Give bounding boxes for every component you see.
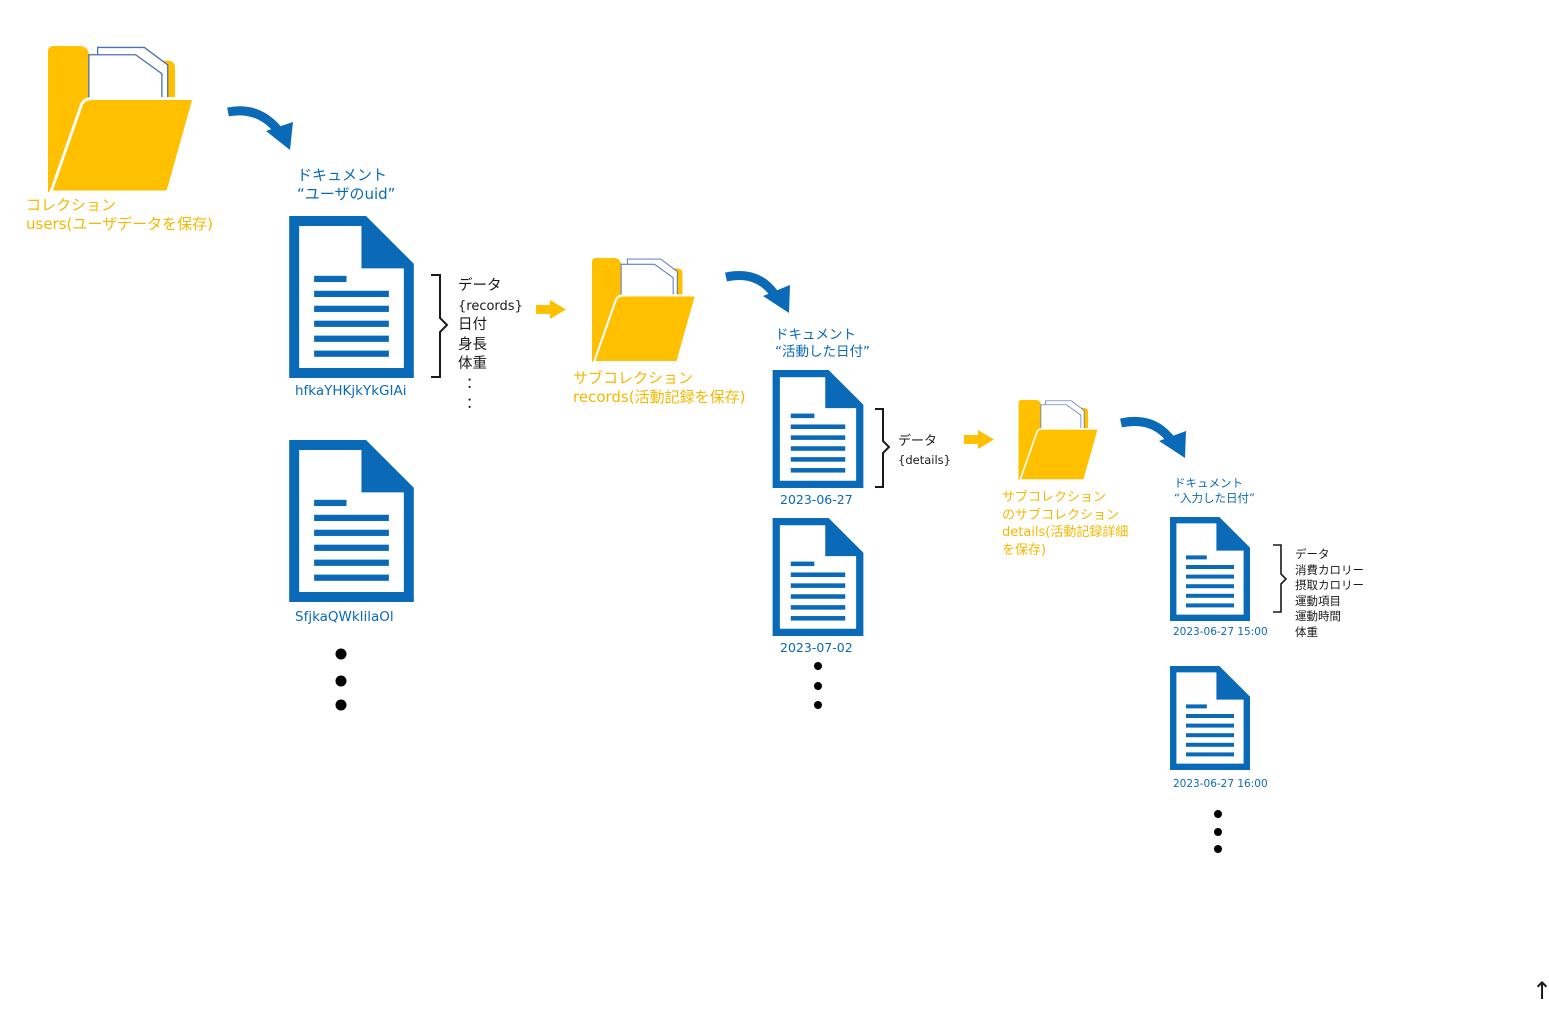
up-arrow-icon: ↑ [1532,977,1549,1005]
document-key: “入力した日付” [1174,491,1255,505]
document-icon [772,370,864,488]
document-icon [1170,666,1250,770]
data-field: データ [458,278,502,294]
curved-arrow-3 [1120,416,1186,458]
collection-name: を保存) [1002,542,1047,558]
collection-name: details(活動記録詳細 [1002,525,1129,540]
bracket-2 [875,408,891,488]
collection-label-records: サブコレクション records(活動記録を保存) [573,369,745,407]
document-label-input-date: ドキュメント “入力した日付” [1174,476,1255,506]
document-id: hfkaYHKjkYkGIAi [295,383,407,399]
document-id: 2023-06-27 [780,492,853,507]
collection-type: コレクション [26,196,117,214]
data-field: 体重 [458,356,487,373]
document-id: 2023-07-02 [780,640,853,655]
document-icon [289,440,414,602]
data-field: 身長 [458,336,487,353]
document-key: “ユーザのuid” [297,184,396,203]
data-field: {records} [458,298,523,314]
document-label-uid: ドキュメント “ユーザのuid” [297,166,395,204]
dots-level3 [1214,810,1222,853]
document-icon [772,518,864,636]
document-id: 2023-06-27 15:00 [1173,626,1268,638]
data-field: 消費カロリー [1295,562,1364,577]
collection-name: users(ユーザデータを保存) [26,214,213,233]
document-type: ドキュメント [775,327,856,343]
data-field: 体重 [1295,624,1318,639]
collection-type: のサブコレクション [1002,507,1120,523]
collection-label-users: コレクション users(ユーザデータを保存) [26,196,213,234]
data-field: データ [898,434,938,449]
document-type: ドキュメント [1174,476,1243,490]
document-icon [289,216,414,378]
data-field: 運動項目 [1295,593,1341,608]
data-field: {details} [898,453,951,467]
folder-icon [592,258,698,362]
data-field: ： [466,395,481,412]
collection-type: サブコレクション [1002,490,1107,505]
data-fields-level3: データ 消費カロリー 摂取カロリー 運動項目 運動時間 体重 [1295,547,1364,641]
orange-arrow-1 [536,300,566,319]
collection-type: サブコレクション [573,369,694,387]
dots-level1 [335,648,347,711]
document-icon [1170,517,1250,621]
data-fields-level2: データ {details} [898,432,951,470]
data-field: ： [466,375,481,392]
data-field: 日付 [458,317,487,334]
document-label-date: ドキュメント “活動した日付” [775,327,870,361]
orange-arrow-2 [964,430,994,449]
data-fields-level1: データ {records} 日付 身長 体重 ： ： [458,277,523,414]
curved-arrow-1 [227,106,293,150]
folder-icon [1018,400,1100,480]
bracket-3 [1273,544,1288,613]
data-field: データ [1295,547,1330,561]
dots-level2 [814,662,822,709]
collection-label-details: サブコレクション のサブコレクション details(活動記録詳細 を保存) [1002,489,1128,559]
data-field: 摂取カロリー [1295,578,1364,593]
document-key: “活動した日付” [775,343,870,360]
document-type: ドキュメント [297,166,388,184]
data-field: 運動時間 [1295,609,1341,624]
document-id: SfjkaQWklilaOl [295,609,394,625]
collection-name: records(活動記録を保存) [573,387,746,406]
curved-arrow-2 [725,271,790,313]
bracket-1 [431,274,449,378]
document-id: 2023-06-27 16:00 [1173,778,1268,790]
folder-icon [48,46,196,192]
